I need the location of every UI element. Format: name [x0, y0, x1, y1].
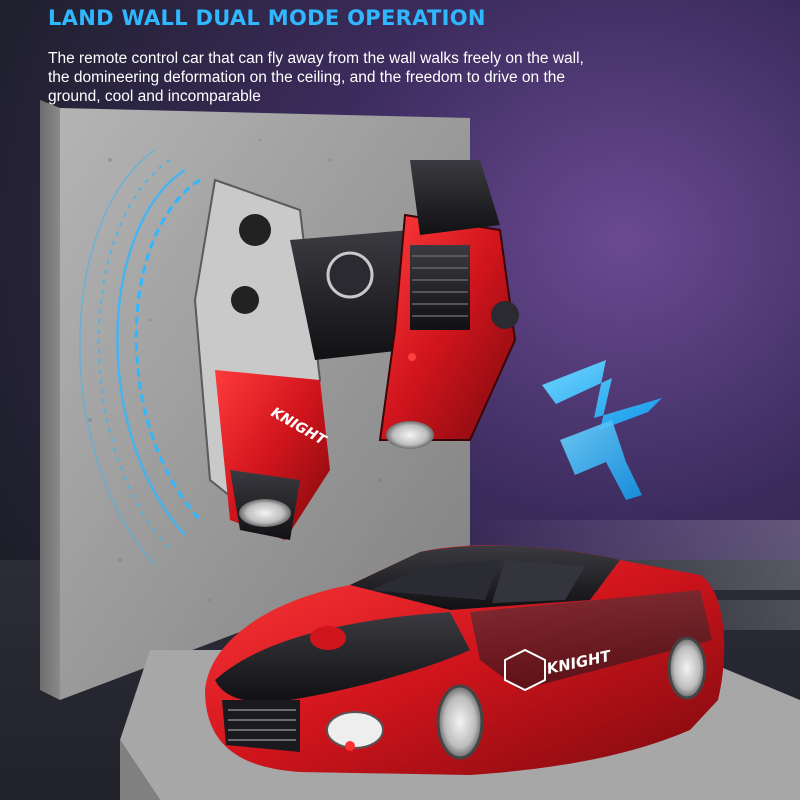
wall-car-transformed: KNIGHT — [193, 160, 519, 540]
ground-car: KNIGHT — [205, 545, 725, 775]
signal-ripple-icon — [79, 149, 202, 566]
banner-description: The remote control car that can fly away… — [48, 50, 584, 105]
lightning-bolt-icon — [542, 360, 662, 500]
banner-title: LAND WALL DUAL MODE OPERATION — [48, 6, 486, 30]
